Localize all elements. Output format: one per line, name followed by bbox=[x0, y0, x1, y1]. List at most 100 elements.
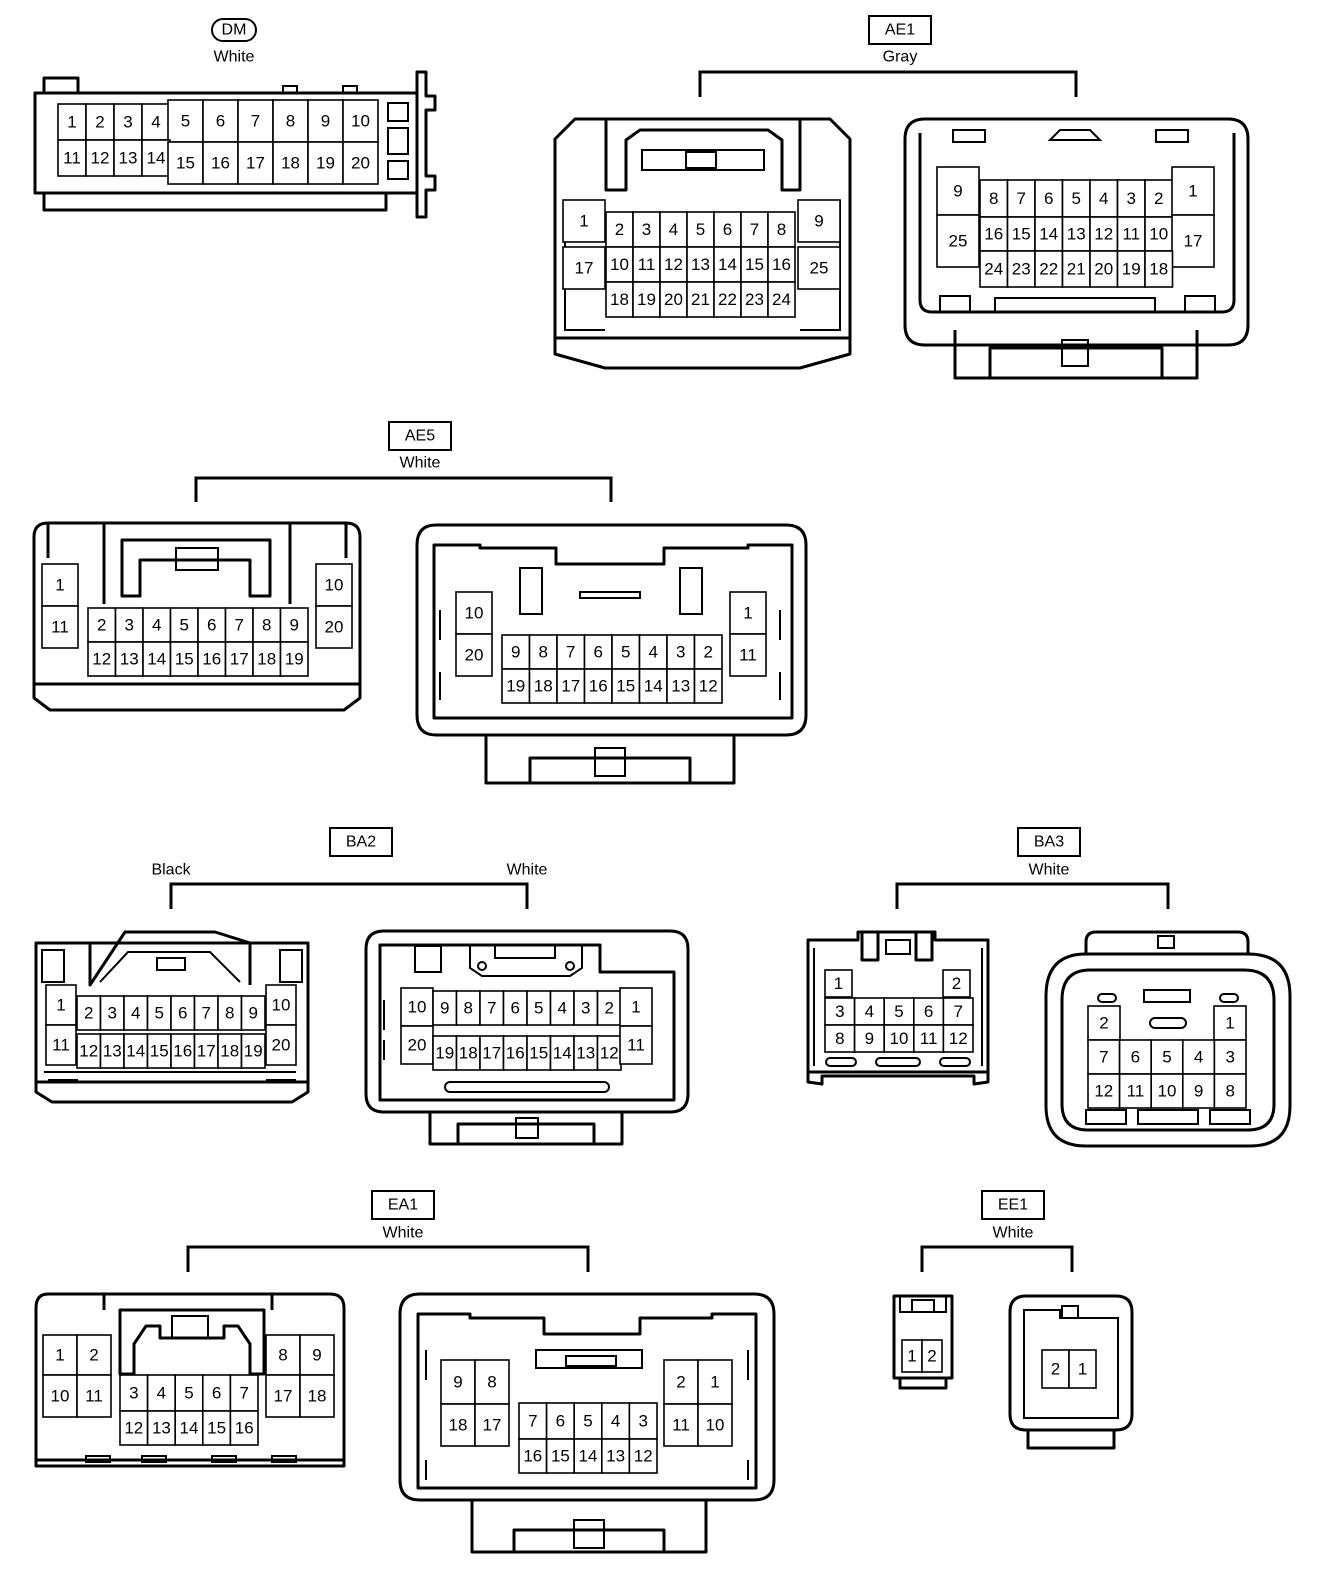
pin-cell bbox=[883, 1024, 915, 1053]
connector-tag bbox=[211, 18, 257, 42]
pin-cell bbox=[1061, 179, 1091, 218]
pin-cell bbox=[936, 166, 980, 216]
pin-number: 15 bbox=[1012, 225, 1031, 244]
pin-number: 17 bbox=[197, 1042, 216, 1061]
pin-cell bbox=[1116, 179, 1146, 218]
pin-cell bbox=[76, 1374, 112, 1418]
pin-cell bbox=[518, 1438, 548, 1474]
pin-cell bbox=[146, 1410, 177, 1446]
pin-cell bbox=[659, 246, 688, 283]
pin-number: 20 bbox=[1094, 260, 1113, 279]
pin-number: 6 bbox=[511, 999, 520, 1018]
connector-color: White bbox=[214, 49, 255, 66]
pin-cell bbox=[41, 563, 79, 607]
pin-cell bbox=[853, 1024, 885, 1053]
connector-color-right: White bbox=[507, 862, 548, 879]
pin-number: 2 bbox=[1154, 189, 1163, 208]
pin-number: 4 bbox=[611, 1412, 620, 1431]
pin-number: 9 bbox=[321, 112, 330, 131]
pin-number: 17 bbox=[274, 1387, 293, 1406]
pin-cell bbox=[697, 1359, 733, 1405]
pin-cell bbox=[1182, 1039, 1216, 1075]
pin-cell bbox=[663, 1359, 699, 1405]
pin-number: 2 bbox=[927, 1347, 936, 1366]
pin-cell bbox=[272, 99, 309, 143]
pin-cell bbox=[252, 607, 282, 643]
pin-number: 12 bbox=[1094, 1082, 1113, 1101]
connector-color: White bbox=[1029, 862, 1070, 879]
connector-housing-female bbox=[398, 1292, 776, 1554]
pin-number: 9 bbox=[249, 1004, 258, 1023]
pin-cell bbox=[455, 633, 493, 677]
pin-number: 11 bbox=[920, 1029, 938, 1048]
pin-number: 4 bbox=[649, 643, 658, 662]
pin-number: 16 bbox=[235, 1419, 254, 1438]
pin-cell bbox=[42, 1334, 78, 1376]
pin-number: 20 bbox=[465, 646, 484, 665]
pin-number: 13 bbox=[606, 1447, 625, 1466]
pin-number: 1 bbox=[710, 1373, 719, 1392]
pin-number: 7 bbox=[1099, 1048, 1108, 1067]
pin-number: 13 bbox=[1067, 225, 1086, 244]
connector-housing-male bbox=[34, 930, 310, 1104]
pin-number: 4 bbox=[558, 999, 567, 1018]
pin-number: 3 bbox=[642, 220, 651, 239]
pin-cell bbox=[174, 1410, 204, 1446]
pin-cell bbox=[528, 668, 558, 704]
pair-bracket bbox=[169, 882, 529, 909]
pin-cell bbox=[202, 99, 239, 143]
pin-cell bbox=[797, 246, 841, 290]
pin-number: 6 bbox=[1044, 189, 1053, 208]
pin-number: 6 bbox=[594, 643, 603, 662]
pin-cell bbox=[528, 634, 558, 670]
pin-cell bbox=[912, 997, 945, 1026]
pin-number: 18 bbox=[449, 1416, 468, 1435]
pin-number: 2 bbox=[97, 616, 106, 635]
pin-cell bbox=[315, 605, 353, 649]
pin-number: 2 bbox=[95, 113, 104, 132]
pin-number: 16 bbox=[589, 677, 608, 696]
pin-number: 25 bbox=[949, 232, 968, 251]
pin-number: 1 bbox=[55, 576, 64, 595]
pin-number: 1 bbox=[579, 212, 588, 231]
pin-number: 6 bbox=[178, 1004, 187, 1023]
pin-number: 8 bbox=[487, 1373, 496, 1392]
pin-number: 1 bbox=[56, 996, 65, 1015]
pin-number: 3 bbox=[123, 113, 132, 132]
pin-number: 2 bbox=[704, 643, 713, 662]
pin-number: 12 bbox=[949, 1029, 968, 1048]
connector-color: White bbox=[383, 1225, 424, 1242]
pin-cell bbox=[240, 995, 266, 1031]
pin-number: 6 bbox=[212, 1384, 221, 1403]
pin-number: 19 bbox=[244, 1042, 263, 1061]
pin-cell bbox=[501, 634, 531, 670]
pin-cell bbox=[202, 141, 239, 185]
pin-number: 15 bbox=[207, 1419, 226, 1438]
pin-cell bbox=[114, 641, 144, 677]
pin-cell bbox=[237, 141, 274, 185]
pin-cell bbox=[1006, 216, 1036, 252]
pin-cell bbox=[936, 214, 980, 268]
pin-cell bbox=[1171, 214, 1215, 268]
pin-number: 3 bbox=[129, 1384, 138, 1403]
pin-cell bbox=[740, 246, 769, 283]
connector-tag bbox=[868, 15, 932, 45]
pin-cell bbox=[440, 1403, 476, 1447]
pin-cell bbox=[1087, 1005, 1121, 1041]
pin-number: 22 bbox=[718, 290, 737, 309]
pin-cell bbox=[713, 281, 742, 318]
pin-number: 20 bbox=[351, 154, 370, 173]
pin-number: 6 bbox=[924, 1002, 933, 1021]
pin-number: 12 bbox=[79, 1042, 98, 1061]
connector-code: BA2 bbox=[346, 834, 376, 851]
connector-housing-female bbox=[903, 117, 1250, 380]
pin-number: 4 bbox=[152, 616, 161, 635]
pin-number: 1 bbox=[834, 974, 843, 993]
pin-number: 4 bbox=[669, 220, 678, 239]
pin-cell bbox=[1089, 179, 1119, 218]
